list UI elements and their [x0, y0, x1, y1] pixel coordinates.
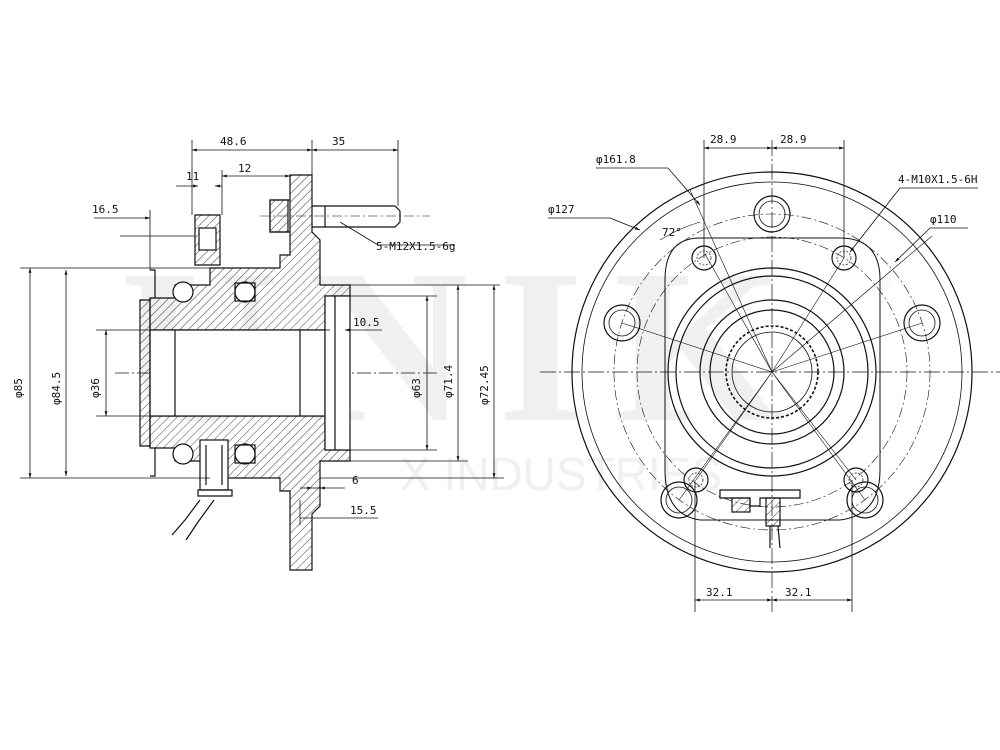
- hub-ring-1: [667, 267, 877, 477]
- stud-hole-5-inner: [608, 309, 636, 337]
- stud-hole-2: [903, 304, 941, 342]
- label-phi36: φ36: [89, 378, 102, 398]
- label-stud: 5-M12X1.5-6g: [376, 240, 455, 253]
- ball-upper-1: [172, 281, 194, 303]
- stud-hole-1: [753, 195, 791, 233]
- radial-9: [771, 371, 866, 501]
- radial-4: [771, 235, 933, 373]
- stud-hole-5: [603, 304, 641, 342]
- flange-outer-circle: [571, 171, 973, 573]
- sensor-cap: [197, 489, 233, 497]
- sensor-cable: [171, 499, 215, 541]
- radial-2: [704, 253, 773, 373]
- label-thread: 4-M10X1.5-6H: [898, 173, 977, 186]
- label-48-6: 48.6: [220, 135, 247, 148]
- side-section-view: [115, 174, 440, 571]
- outer-ring-edge: [150, 269, 156, 477]
- stud-hole-1-inner: [758, 200, 786, 228]
- label-phi84-5: φ84.5: [50, 372, 63, 405]
- m10-hole-3-thread: [848, 472, 864, 488]
- radial-3: [771, 257, 845, 373]
- stud-shank: [312, 205, 401, 228]
- flange-face: [324, 295, 351, 451]
- label-phi71-4: φ71.4: [442, 365, 455, 398]
- flange-chamfer-circle: [581, 181, 963, 563]
- stud-hole-4-inner: [665, 486, 693, 514]
- stud-hole-2-inner: [908, 309, 936, 337]
- label-16-5: 16.5: [92, 203, 119, 216]
- front-dimension-labels: 28.9 28.9 φ161.8 φ127 4-M10X1.5-6H φ110 …: [548, 133, 977, 599]
- radial-6: [695, 371, 773, 481]
- front-sensor-cable: [769, 525, 781, 549]
- stud-pitch-circle: [613, 213, 931, 531]
- label-phi161-8: φ161.8: [596, 153, 636, 166]
- cage-lower: [234, 444, 256, 464]
- label-phi63: φ63: [410, 378, 423, 398]
- front-view: [540, 140, 1000, 612]
- phi110-leader: [894, 227, 931, 263]
- label-35: 35: [332, 135, 345, 148]
- hub-ring-3: [699, 299, 845, 445]
- spline-inner: [731, 331, 813, 413]
- label-phi85: φ85: [12, 378, 25, 398]
- front-sensor-block: [731, 497, 751, 513]
- spline-outer: [725, 325, 819, 419]
- hub-bore: [149, 329, 326, 417]
- top-lug-hole: [198, 227, 217, 251]
- label-28-9a: 28.9: [710, 133, 737, 146]
- cage-upper: [234, 282, 256, 302]
- stud-hole-3: [846, 481, 884, 519]
- label-15-5: 15.5: [350, 504, 377, 517]
- label-32-1b: 32.1: [785, 586, 812, 599]
- seal-left: [139, 299, 151, 447]
- angle-arc: [659, 221, 701, 241]
- m10-hole-4-thread: [688, 472, 704, 488]
- ball-upper-2: [234, 281, 256, 303]
- label-11: 11: [186, 170, 199, 183]
- hub-ring-2: [675, 275, 869, 469]
- front-sensor-housing: [719, 489, 801, 507]
- radial-7: [621, 322, 773, 373]
- radial-5: [771, 371, 857, 481]
- ball-lower-2: [234, 443, 256, 465]
- m10-hole-4: [683, 467, 709, 493]
- thread-leader: [849, 187, 901, 253]
- side-dimension-labels: 48.6 35 12 11 16.5 5-M12X1.5-6g 10.5 6 1…: [12, 135, 491, 517]
- m10-hole-3: [843, 467, 869, 493]
- front-dimensions: [548, 140, 978, 612]
- stud-hole-4: [660, 481, 698, 519]
- label-28-9b: 28.9: [780, 133, 807, 146]
- label-6: 6: [352, 474, 359, 487]
- radial-10: [678, 371, 773, 501]
- label-angle: 72°: [662, 226, 682, 239]
- radial-8: [771, 322, 923, 373]
- label-32-1a: 32.1: [706, 586, 733, 599]
- hub-ring-4: [709, 309, 835, 435]
- label-12: 12: [238, 162, 251, 175]
- phi161-leader: [667, 167, 701, 206]
- abs-sensor-body: [199, 439, 229, 491]
- side-dimensions: [20, 140, 504, 525]
- label-10-5: 10.5: [353, 316, 380, 329]
- label-phi127: φ127: [548, 203, 575, 216]
- stud-leader: [339, 221, 379, 246]
- front-sensor-plug: [765, 497, 781, 527]
- label-phi110: φ110: [930, 213, 957, 226]
- watermark-subtitle: X INDUSTRIES: [400, 448, 722, 500]
- phi127-leader: [609, 217, 641, 231]
- housing-outline: [664, 237, 881, 521]
- ball-lower-1: [172, 443, 194, 465]
- label-phi72-45: φ72.45: [478, 365, 491, 405]
- hub-lower-section: [149, 415, 351, 571]
